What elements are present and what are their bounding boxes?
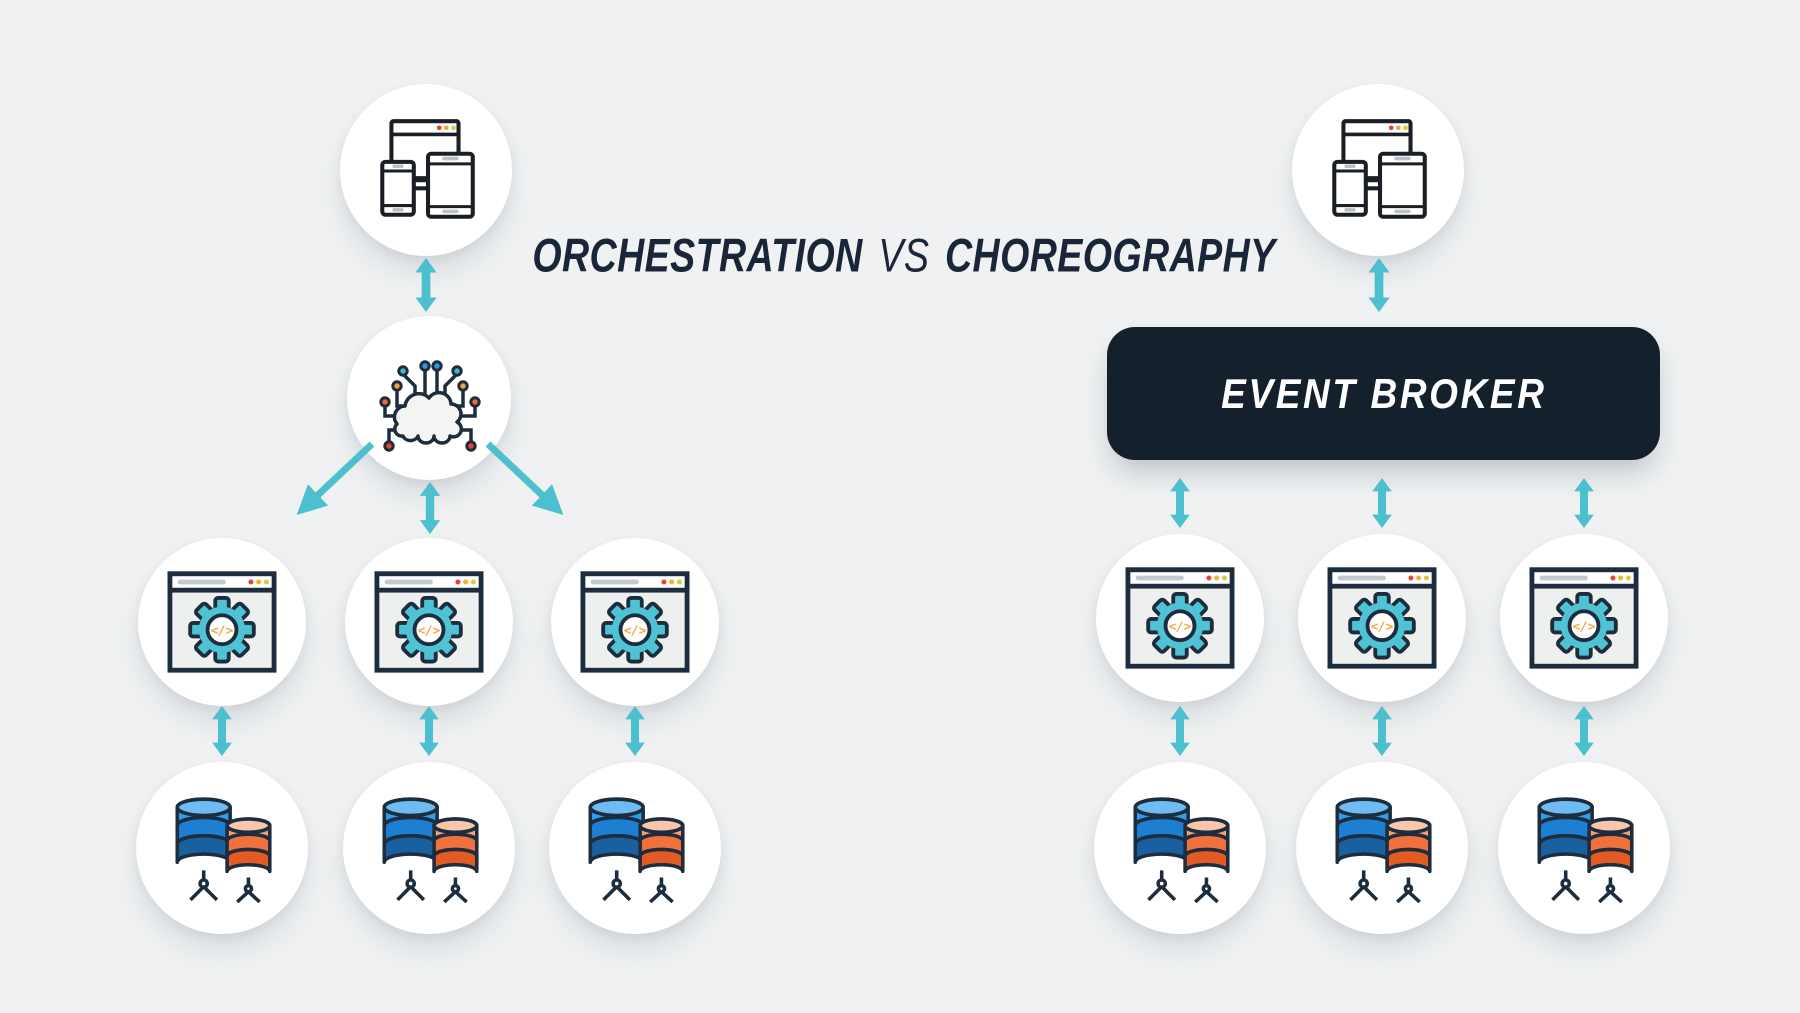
event-broker: EVENT BROKER xyxy=(1107,327,1660,460)
orchestrator-node xyxy=(347,316,511,480)
double-arrow-icon xyxy=(415,482,445,534)
database-servers-icon xyxy=(161,791,283,905)
database-servers-icon xyxy=(574,791,696,905)
double-arrow-icon xyxy=(1364,258,1394,312)
service-node-right-2 xyxy=(1298,534,1466,702)
double-arrow-icon xyxy=(1569,478,1599,528)
database-servers-icon xyxy=(1321,791,1443,905)
title-choreography: CHOREOGRAPHY xyxy=(944,228,1276,282)
database-servers-icon xyxy=(1119,791,1241,905)
double-arrow-icon xyxy=(1165,478,1195,528)
responsive-devices-icon xyxy=(365,117,487,223)
double-arrow-icon xyxy=(414,706,444,756)
service-node-right-3 xyxy=(1500,534,1668,702)
database-node-left-1 xyxy=(136,762,308,934)
gear-browser-icon xyxy=(577,568,693,676)
service-node-left-1 xyxy=(138,538,306,706)
client-devices-node-left xyxy=(340,84,512,256)
database-node-left-3 xyxy=(549,762,721,934)
database-node-right-1 xyxy=(1094,762,1266,934)
database-servers-icon xyxy=(368,791,490,905)
gear-browser-icon xyxy=(371,568,487,676)
double-arrow-icon xyxy=(207,706,237,756)
client-devices-node-right xyxy=(1292,84,1464,256)
title-vs: VS xyxy=(878,228,930,282)
gear-browser-icon xyxy=(1526,564,1642,672)
database-node-right-2 xyxy=(1296,762,1468,934)
gear-browser-icon xyxy=(164,568,280,676)
double-arrow-icon xyxy=(620,706,650,756)
event-broker-label: EVENT BROKER xyxy=(1220,369,1547,417)
double-arrow-icon xyxy=(411,258,441,312)
title-orchestration: ORCHESTRATION xyxy=(532,228,863,282)
gear-browser-icon xyxy=(1324,564,1440,672)
database-node-right-3 xyxy=(1498,762,1670,934)
database-node-left-2 xyxy=(343,762,515,934)
diagonal-arrow-right-icon xyxy=(485,441,564,516)
gear-browser-icon xyxy=(1122,564,1238,672)
double-arrow-icon xyxy=(1367,478,1397,528)
page-title: ORCHESTRATION VS CHOREOGRAPHY xyxy=(532,228,1275,283)
service-node-left-3 xyxy=(551,538,719,706)
double-arrow-icon xyxy=(1165,706,1195,756)
service-node-left-2 xyxy=(345,538,513,706)
service-node-right-1 xyxy=(1096,534,1264,702)
database-servers-icon xyxy=(1523,791,1645,905)
responsive-devices-icon xyxy=(1317,117,1439,223)
double-arrow-icon xyxy=(1367,706,1397,756)
diagonal-arrow-left-icon xyxy=(296,441,375,516)
double-arrow-icon xyxy=(1569,706,1599,756)
